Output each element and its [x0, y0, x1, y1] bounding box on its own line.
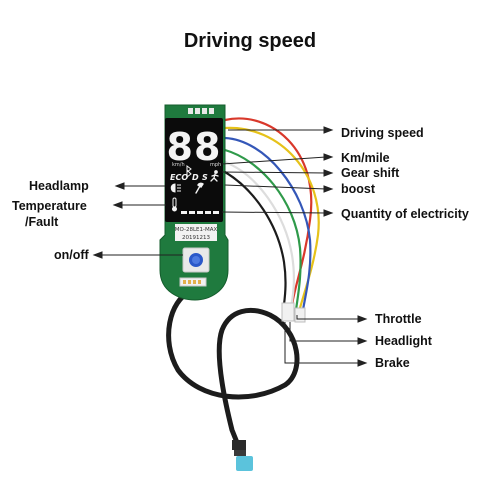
mode-eco: ECO — [170, 173, 188, 182]
wrench-icon — [195, 182, 204, 194]
label-quantity-of-electricity: Quantity of electricity — [341, 207, 469, 221]
lcd-panel — [165, 118, 223, 222]
speed-digits: 88 — [167, 125, 222, 169]
callout-arrows-right — [221, 126, 334, 217]
label-brake: Brake — [375, 356, 410, 370]
wire-connectors — [281, 302, 306, 323]
mode-d: D — [192, 173, 199, 182]
label-throttle: Throttle — [375, 312, 422, 326]
label-on-off: on/off — [54, 248, 89, 262]
label-fault: /Fault — [25, 215, 59, 229]
bluetooth-icon — [186, 165, 192, 178]
unit-mph: mph — [210, 162, 221, 168]
label-headlight: Headlight — [375, 334, 432, 348]
blue-connector — [232, 440, 253, 471]
label-gear-shift: Gear shift — [341, 166, 400, 180]
thermometer-icon — [172, 197, 177, 212]
battery-bars — [181, 211, 219, 214]
mode-s: S — [202, 173, 208, 182]
date-code: 20191213 — [182, 235, 210, 241]
wire-bundle — [223, 117, 320, 314]
unit-kmh: km/h — [172, 162, 185, 168]
model-label: MO-28LE1-MAX — [175, 227, 218, 233]
headlamp-icon — [170, 183, 181, 193]
callout-arrows-left — [92, 182, 183, 259]
power-button — [182, 247, 210, 273]
label-temperature: Temperature — [12, 199, 87, 213]
diagram-title: Driving speed — [183, 30, 317, 52]
main-cable — [166, 289, 300, 448]
runner-icon — [210, 170, 219, 182]
label-driving-speed: Driving speed — [341, 126, 424, 140]
callout-arrows-bottom — [284, 315, 368, 367]
label-km-mile: Km/mile — [341, 151, 390, 165]
label-boost: boost — [341, 182, 376, 196]
label-headlamp: Headlamp — [29, 179, 89, 193]
pcb-connector — [179, 277, 207, 287]
